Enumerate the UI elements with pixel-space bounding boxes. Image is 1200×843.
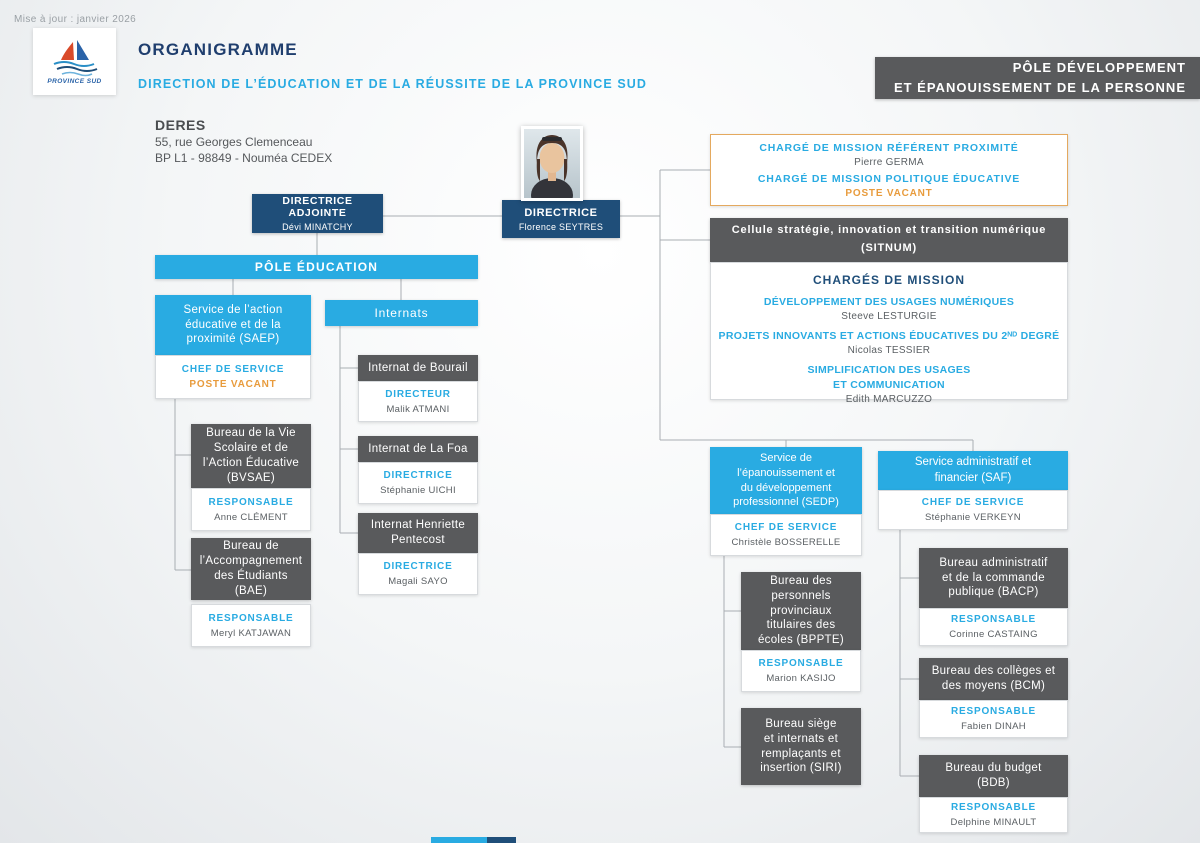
footer-accent-cyan [431,837,487,843]
internat-bourail-box: Internat de Bourail [358,355,478,381]
directrice-name: Florence SEYTRES [518,221,604,232]
portrait-image [524,129,580,212]
bae-bureau-box: Bureau de l’Accompagnement des Étudiants… [191,538,311,600]
bdb-person-name: Delphine MINAULT [950,817,1037,828]
pole-education-bar: PÔLE ÉDUCATION [155,255,478,279]
bourail-person-name: Malik ATMANI [386,403,450,415]
cm-name-lesturgie: Steeve LESTURGIE [841,311,937,323]
bcm-role-label: RESPONSABLE [951,706,1036,717]
pentecost-role-label: DIRECTRICE [383,561,453,572]
sailboat-icon [53,39,97,76]
bae-responsable-box: RESPONSABLE Meryl KATJAWAN [191,604,311,647]
bacp-role-label: RESPONSABLE [951,614,1036,625]
internat-pentecost-directrice-box: DIRECTRICE Magali SAYO [358,553,478,595]
internats-bar: Internats [325,300,478,326]
footer-accent-navy [487,837,516,843]
bppte-role-label: RESPONSABLE [758,658,844,669]
bourail-role-label: DIRECTEUR [385,388,451,400]
directrice-box: DIRECTRICE Florence SEYTRES [502,200,620,238]
siri-bureau-box: Bureau siège et internats et remplaçants… [741,708,861,785]
adjointe-title: DIRECTRICE ADJOINTE [282,195,353,219]
sedp-service-box: Service de l’épanouissement et du dévelo… [710,447,862,514]
pentecost-person-name: Magali SAYO [388,576,448,587]
address-line-2: BP L1 - 98849 - Nouméa CEDEX [155,151,333,165]
bacp-bureau-box: Bureau administratif et de la commande p… [919,548,1068,608]
address-block: DERES 55, rue Georges Clemenceau BP L1 -… [155,117,332,165]
saf-chef-box: CHEF DE SERVICE Stéphanie VERKEYN [878,490,1068,530]
address-name: DERES [155,117,206,133]
lafoa-role-label: DIRECTRICE [383,470,453,481]
internat-lafoa-box: Internat de La Foa [358,436,478,462]
bdb-responsable-box: RESPONSABLE Delphine MINAULT [919,797,1068,833]
cm-name-tessier: Nicolas TESSIER [847,345,931,357]
mission-vacant-badge: POSTE VACANT [845,187,933,199]
saf-role-label: CHEF DE SERVICE [921,497,1025,508]
cm-role-projets-innovants: PROJETS INNOVANTS ET ACTIONS ÉDUCATIVES … [718,330,1060,343]
lafoa-person-name: Stéphanie UICHI [380,485,456,496]
charges-mission-proximite-box: CHARGÉ DE MISSION RÉFÉRENT PROXIMITÉ Pie… [710,134,1068,206]
bacp-responsable-box: RESPONSABLE Corinne CASTAING [919,608,1068,646]
bae-person-name: Meryl KATJAWAN [210,627,292,639]
internat-pentecost-box: Internat Henriette Pentecost [358,513,478,553]
internat-lafoa-directrice-box: DIRECTRICE Stéphanie UICHI [358,462,478,504]
adjointe-name: Dévi MINATCHY [282,222,353,232]
sedp-role-label: CHEF DE SERVICE [734,522,838,533]
bppte-responsable-box: RESPONSABLE Marion KASIJO [741,650,861,692]
cm-name-marcuzzo: Edith MARCUZZO [845,393,933,405]
directrice-photo [521,126,583,212]
pole-developpement-banner: PÔLE DÉVELOPPEMENT ET ÉPANOUISSEMENT DE … [875,57,1200,99]
sitnum-header-box: Cellule stratégie, innovation et transit… [710,218,1068,262]
address-line-1: 55, rue Georges Clemenceau [155,135,313,149]
sitnum-members-box: CHARGÉS DE MISSION DÉVELOPPEMENT DES USA… [710,262,1068,405]
sedp-chef-box: CHEF DE SERVICE Christèle BOSSERELLE [710,514,862,556]
bvsae-bureau-box: Bureau de la Vie Scolaire et de l’Action… [191,424,311,488]
last-updated-note: Mise à jour : janvier 2026 [14,14,137,25]
page-title: ORGANIGRAMME [138,40,298,59]
bacp-person-name: Corinne CASTAING [949,629,1038,640]
saep-chef-box: CHEF DE SERVICE POSTE VACANT [155,355,311,399]
mission-role-2: CHARGÉ DE MISSION POLITIQUE ÉDUCATIVE [757,172,1021,185]
mission-role-1: CHARGÉ DE MISSION RÉFÉRENT PROXIMITÉ [759,141,1019,154]
directrice-title: DIRECTRICE [524,206,598,219]
saep-service-box: Service de l’action éducative et de la p… [155,295,311,355]
saep-vacant-badge: POSTE VACANT [189,379,277,390]
mission-name-1: Pierre GERMA [854,156,924,168]
bppte-bureau-box: Bureau des personnels provinciaux titula… [741,572,861,650]
bvsae-role-label: RESPONSABLE [208,496,294,508]
saf-person-name: Stéphanie VERKEYN [925,512,1021,523]
bcm-responsable-box: RESPONSABLE Fabien DINAH [919,700,1068,738]
bcm-bureau-box: Bureau des collèges et des moyens (BCM) [919,658,1068,700]
logo-text: PROVINCE SUD [47,77,102,85]
bdb-bureau-box: Bureau du budget (BDB) [919,755,1068,797]
bdb-role-label: RESPONSABLE [951,802,1036,813]
directrice-adjointe-box: DIRECTRICE ADJOINTE Dévi MINATCHY [252,194,383,233]
charges-mission-heading: CHARGÉS DE MISSION [812,273,965,287]
sedp-person-name: Christèle BOSSERELLE [731,537,841,548]
cm-role-usages-numeriques: DÉVELOPPEMENT DES USAGES NUMÉRIQUES [763,296,1015,308]
province-sud-logo: PROVINCE SUD [33,28,116,95]
bppte-person-name: Marion KASIJO [766,673,836,684]
bvsae-person-name: Anne CLÉMENT [214,511,288,523]
cm-role-simplification: SIMPLIFICATION DES USAGES ET COMMUNICATI… [807,364,971,391]
bvsae-responsable-box: RESPONSABLE Anne CLÉMENT [191,488,311,531]
saf-service-box: Service administratif et financier (SAF) [878,451,1068,490]
bae-role-label: RESPONSABLE [208,612,294,624]
bcm-person-name: Fabien DINAH [961,721,1026,732]
saep-role-label: CHEF DE SERVICE [181,364,285,375]
internat-bourail-directeur-box: DIRECTEUR Malik ATMANI [358,381,478,422]
page-subtitle: DIRECTION DE L’ÉDUCATION ET DE LA RÉUSSI… [138,77,648,91]
